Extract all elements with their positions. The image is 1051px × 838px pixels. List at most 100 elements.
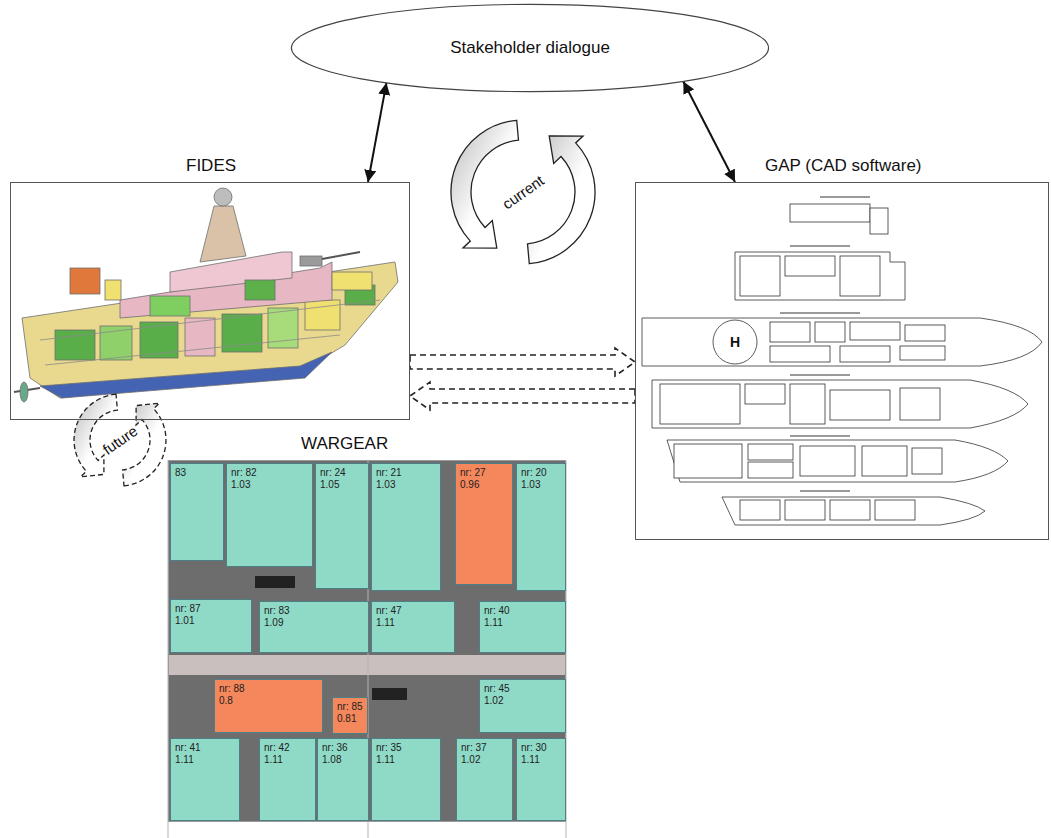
deck-plans-part	[900, 388, 940, 420]
ship-model-part	[40, 300, 380, 340]
cell-label: 1.03	[231, 479, 250, 491]
cell-label: nr: 87	[175, 603, 201, 615]
cell-label: nr: 83	[264, 605, 290, 617]
tool-panel: WARGEAR83nr: 821.03nr: 241.05nr: 211.03n…	[168, 460, 566, 822]
dialogue-arrow	[368, 83, 386, 182]
connector-group	[368, 81, 735, 410]
ship-model-part	[105, 280, 121, 300]
cell-label: 1.11	[264, 754, 283, 766]
layout-cell: nr: 471.11	[371, 601, 455, 653]
layout-cell: 83	[170, 463, 224, 561]
deck-plans-part	[790, 245, 850, 247]
layout-cell: nr: 451.02	[479, 679, 566, 733]
layout-cell: nr: 831.09	[259, 601, 369, 653]
layout-grid-part	[168, 655, 566, 675]
ship-model-part	[305, 300, 340, 330]
cell-label: nr: 45	[484, 683, 510, 695]
ship-model-part	[245, 280, 275, 300]
helipad-mark: H	[730, 334, 740, 350]
deck-plans-part	[674, 444, 742, 478]
cell-label: nr: 42	[264, 742, 290, 754]
cell-label: 1.11	[376, 754, 395, 766]
deck-plans-part	[748, 462, 793, 478]
ship-model-part	[300, 256, 322, 266]
cell-label: 1.11	[521, 754, 540, 766]
layout-cell: nr: 821.03	[226, 463, 313, 567]
cell-label: 1.02	[484, 695, 503, 707]
layout-cell: nr: 411.11	[170, 738, 240, 821]
ship-model-part	[332, 272, 372, 290]
cell-label: nr: 36	[322, 742, 348, 754]
panel-heading: FIDES	[186, 156, 236, 176]
ship-model-part	[70, 268, 100, 294]
dialogue-arrow	[683, 81, 735, 182]
layout-cell: nr: 871.01	[170, 599, 252, 653]
ship-model-part	[322, 252, 360, 259]
deck-plans-part	[870, 208, 888, 234]
deck-plans-part	[790, 204, 870, 222]
current-cycle-arrow-part	[528, 136, 596, 264]
cell-label: nr: 37	[461, 742, 487, 754]
layout-cell: nr: 850.81	[332, 697, 368, 734]
cell-label: nr: 88	[219, 683, 245, 695]
cell-label: 83	[175, 467, 186, 479]
deck-plans-part	[652, 380, 1028, 428]
deck-plans-part	[642, 318, 1042, 366]
cell-label: nr: 82	[231, 467, 257, 479]
deck-plans-part	[875, 500, 915, 520]
layout-grid-part	[372, 688, 407, 700]
future-cycle-arrow-part	[123, 403, 166, 486]
cell-label: nr: 24	[320, 467, 346, 479]
ship-model	[14, 188, 398, 402]
deck-plans-part	[722, 497, 985, 525]
cycle-label: future	[99, 422, 140, 458]
cell-label: 1.08	[322, 754, 341, 766]
deck-plans-part	[820, 196, 870, 198]
deck-plans-part	[905, 325, 945, 341]
cell-label: nr: 20	[521, 467, 547, 479]
layout-cell: nr: 301.11	[516, 738, 566, 821]
deck-plans-part	[780, 312, 860, 314]
deck-plans-part	[800, 490, 850, 492]
layout-grid	[168, 460, 566, 838]
cell-label: 1.03	[521, 479, 540, 491]
stakeholder-ellipse: Stakeholder dialogue	[290, 3, 770, 93]
current-cycle-arrow	[451, 120, 595, 263]
cell-label: 1.03	[376, 479, 395, 491]
ship-model-part	[214, 188, 232, 206]
exchange-arrow	[410, 382, 635, 410]
layout-cell: nr: 401.11	[479, 601, 566, 653]
panel-heading: GAP (CAD software)	[765, 156, 922, 176]
layout-grid-part	[168, 460, 566, 822]
ship-model-part	[45, 335, 340, 365]
deck-plans-part	[840, 256, 880, 296]
layout-cell: nr: 371.02	[456, 738, 513, 821]
layout-cell: nr: 351.11	[371, 738, 441, 821]
deck-plans	[642, 197, 1042, 525]
deck-plans-part	[745, 384, 785, 404]
layout-cell: nr: 880.8	[214, 679, 323, 733]
deck-plans-part	[785, 500, 825, 520]
deck-plans-part	[770, 322, 810, 342]
cycle-label: current	[499, 172, 547, 213]
cell-label: 1.11	[376, 617, 395, 629]
cell-label: nr: 35	[376, 742, 402, 754]
exchange-arrow	[410, 348, 635, 376]
cell-label: nr: 27	[460, 467, 486, 479]
deck-plans-part	[912, 448, 942, 474]
ellipse-outline	[291, 4, 768, 91]
current-cycle-arrow-part	[451, 120, 519, 248]
deck-plans-part	[900, 346, 945, 360]
deck-plans-part	[830, 390, 890, 420]
layout-cell: nr: 361.08	[317, 738, 369, 821]
deck-plans-part	[740, 500, 780, 520]
deck-plans-part	[735, 252, 905, 300]
deck-plans-part	[667, 440, 1008, 482]
deck-plans-part	[830, 500, 870, 520]
ship-model-part	[150, 296, 190, 316]
cell-label: 1.02	[461, 754, 480, 766]
tool-panel: FIDES	[10, 182, 410, 420]
panel-heading: WARGEAR	[301, 434, 388, 454]
cell-label: 0.96	[460, 479, 479, 491]
